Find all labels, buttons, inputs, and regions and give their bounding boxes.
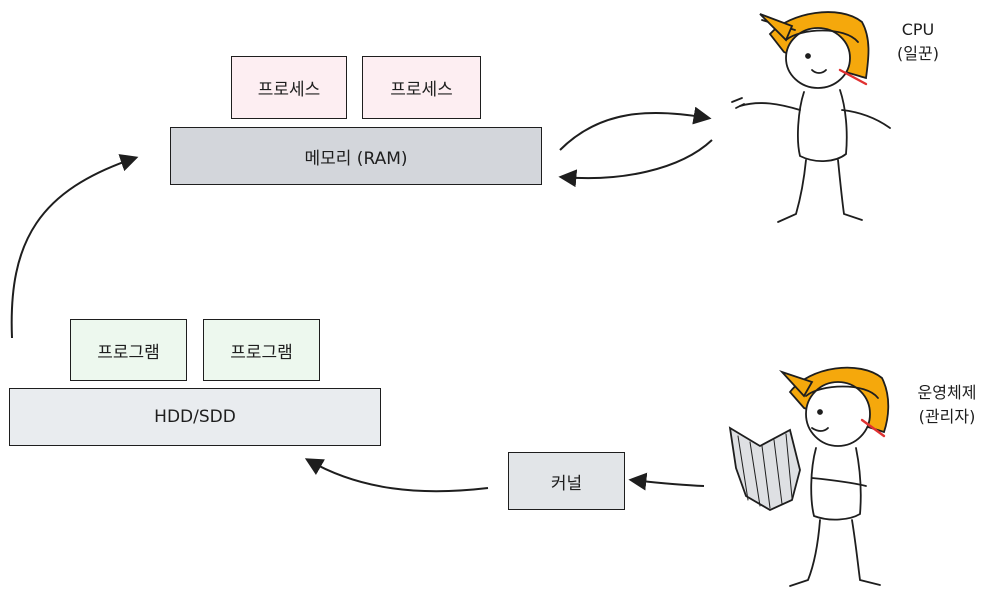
os-manager-figure	[728, 366, 890, 587]
disk-bar: HDD/SDD	[9, 388, 381, 446]
program-box-2: 프로그램	[203, 319, 320, 381]
os-label-role: (관리자)	[918, 407, 976, 426]
process-label-2: 프로세스	[390, 80, 453, 100]
memory-bar: 메모리 (RAM)	[170, 127, 542, 185]
cpu-worker-figure	[731, 11, 891, 223]
cpu-label-title: CPU	[901, 20, 935, 39]
process-box-1: 프로세스	[231, 56, 347, 119]
os-label-title: 운영체제	[917, 383, 977, 402]
program-label-1: 프로그램	[97, 342, 160, 363]
arrow-memory-to-cpu	[559, 106, 712, 151]
process-box-2: 프로세스	[362, 56, 481, 119]
program-label-2: 프로그램	[230, 342, 293, 363]
arrow-os-to-kernel	[628, 472, 705, 491]
os-label: 운영체제 (관리자)	[902, 381, 992, 429]
disk-label: HDD/SDD	[154, 407, 236, 427]
kernel-label: 커널	[550, 473, 583, 494]
arrow-disk-to-memory	[10, 154, 139, 339]
cpu-label-role: (일꾼)	[897, 44, 939, 63]
arrow-kernel-to-disk	[304, 458, 489, 493]
kernel-box: 커널	[508, 452, 625, 510]
cpu-label: CPU (일꾼)	[878, 18, 958, 66]
program-box-1: 프로그램	[70, 319, 187, 381]
process-label-1: 프로세스	[257, 80, 321, 100]
memory-label: 메모리 (RAM)	[304, 148, 408, 169]
arrow-cpu-to-memory	[558, 139, 713, 188]
